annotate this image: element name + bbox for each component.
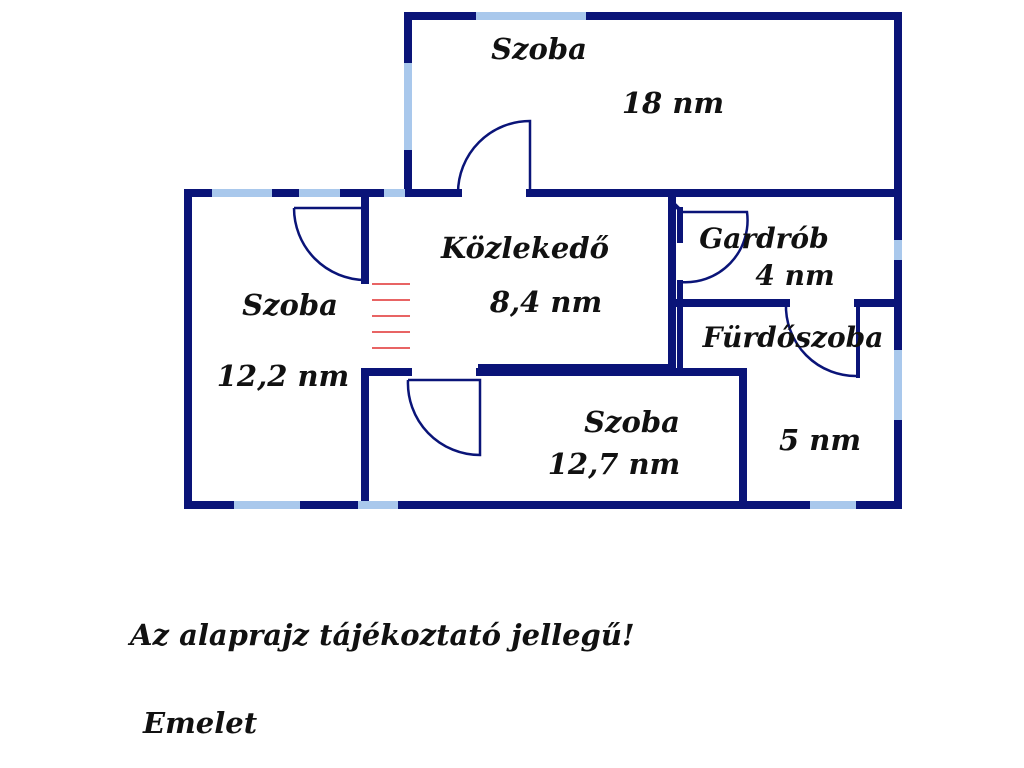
wardrobe-area: 4 nm [755, 259, 834, 292]
door-swing [406, 378, 482, 457]
door-swing [679, 210, 749, 284]
floor-plan: Szoba 18 nm Közlekedő 8,4 nm Gardrób 4 n… [184, 12, 902, 509]
door-swing [456, 119, 532, 194]
disclaimer-text: Az alaprajz tájékoztató jellegű! [130, 618, 635, 652]
bathroom-area: 5 nm [779, 423, 861, 457]
room-left-name: Szoba [242, 288, 338, 322]
wardrobe-name: Gardrób [699, 222, 828, 255]
room-labels: Szoba 18 nm Közlekedő 8,4 nm Gardrób 4 n… [217, 32, 884, 481]
windows [212, 12, 902, 509]
room-bottom-name: Szoba [584, 405, 680, 439]
door-swing [784, 302, 859, 378]
hallway-area: 8,4 nm [489, 285, 602, 319]
doors [292, 119, 859, 457]
floor-label: Emelet [143, 706, 258, 740]
room-top-area: 18 nm [622, 86, 724, 120]
room-bottom-area: 12,7 nm [548, 447, 681, 481]
door-swing [292, 206, 367, 282]
room-top-name: Szoba [491, 32, 587, 66]
bathroom-name: Fürdőszoba [702, 321, 884, 354]
room-left-area: 12,2 nm [217, 359, 350, 393]
hallway-name: Közlekedő [440, 231, 609, 265]
stairs [372, 283, 410, 349]
